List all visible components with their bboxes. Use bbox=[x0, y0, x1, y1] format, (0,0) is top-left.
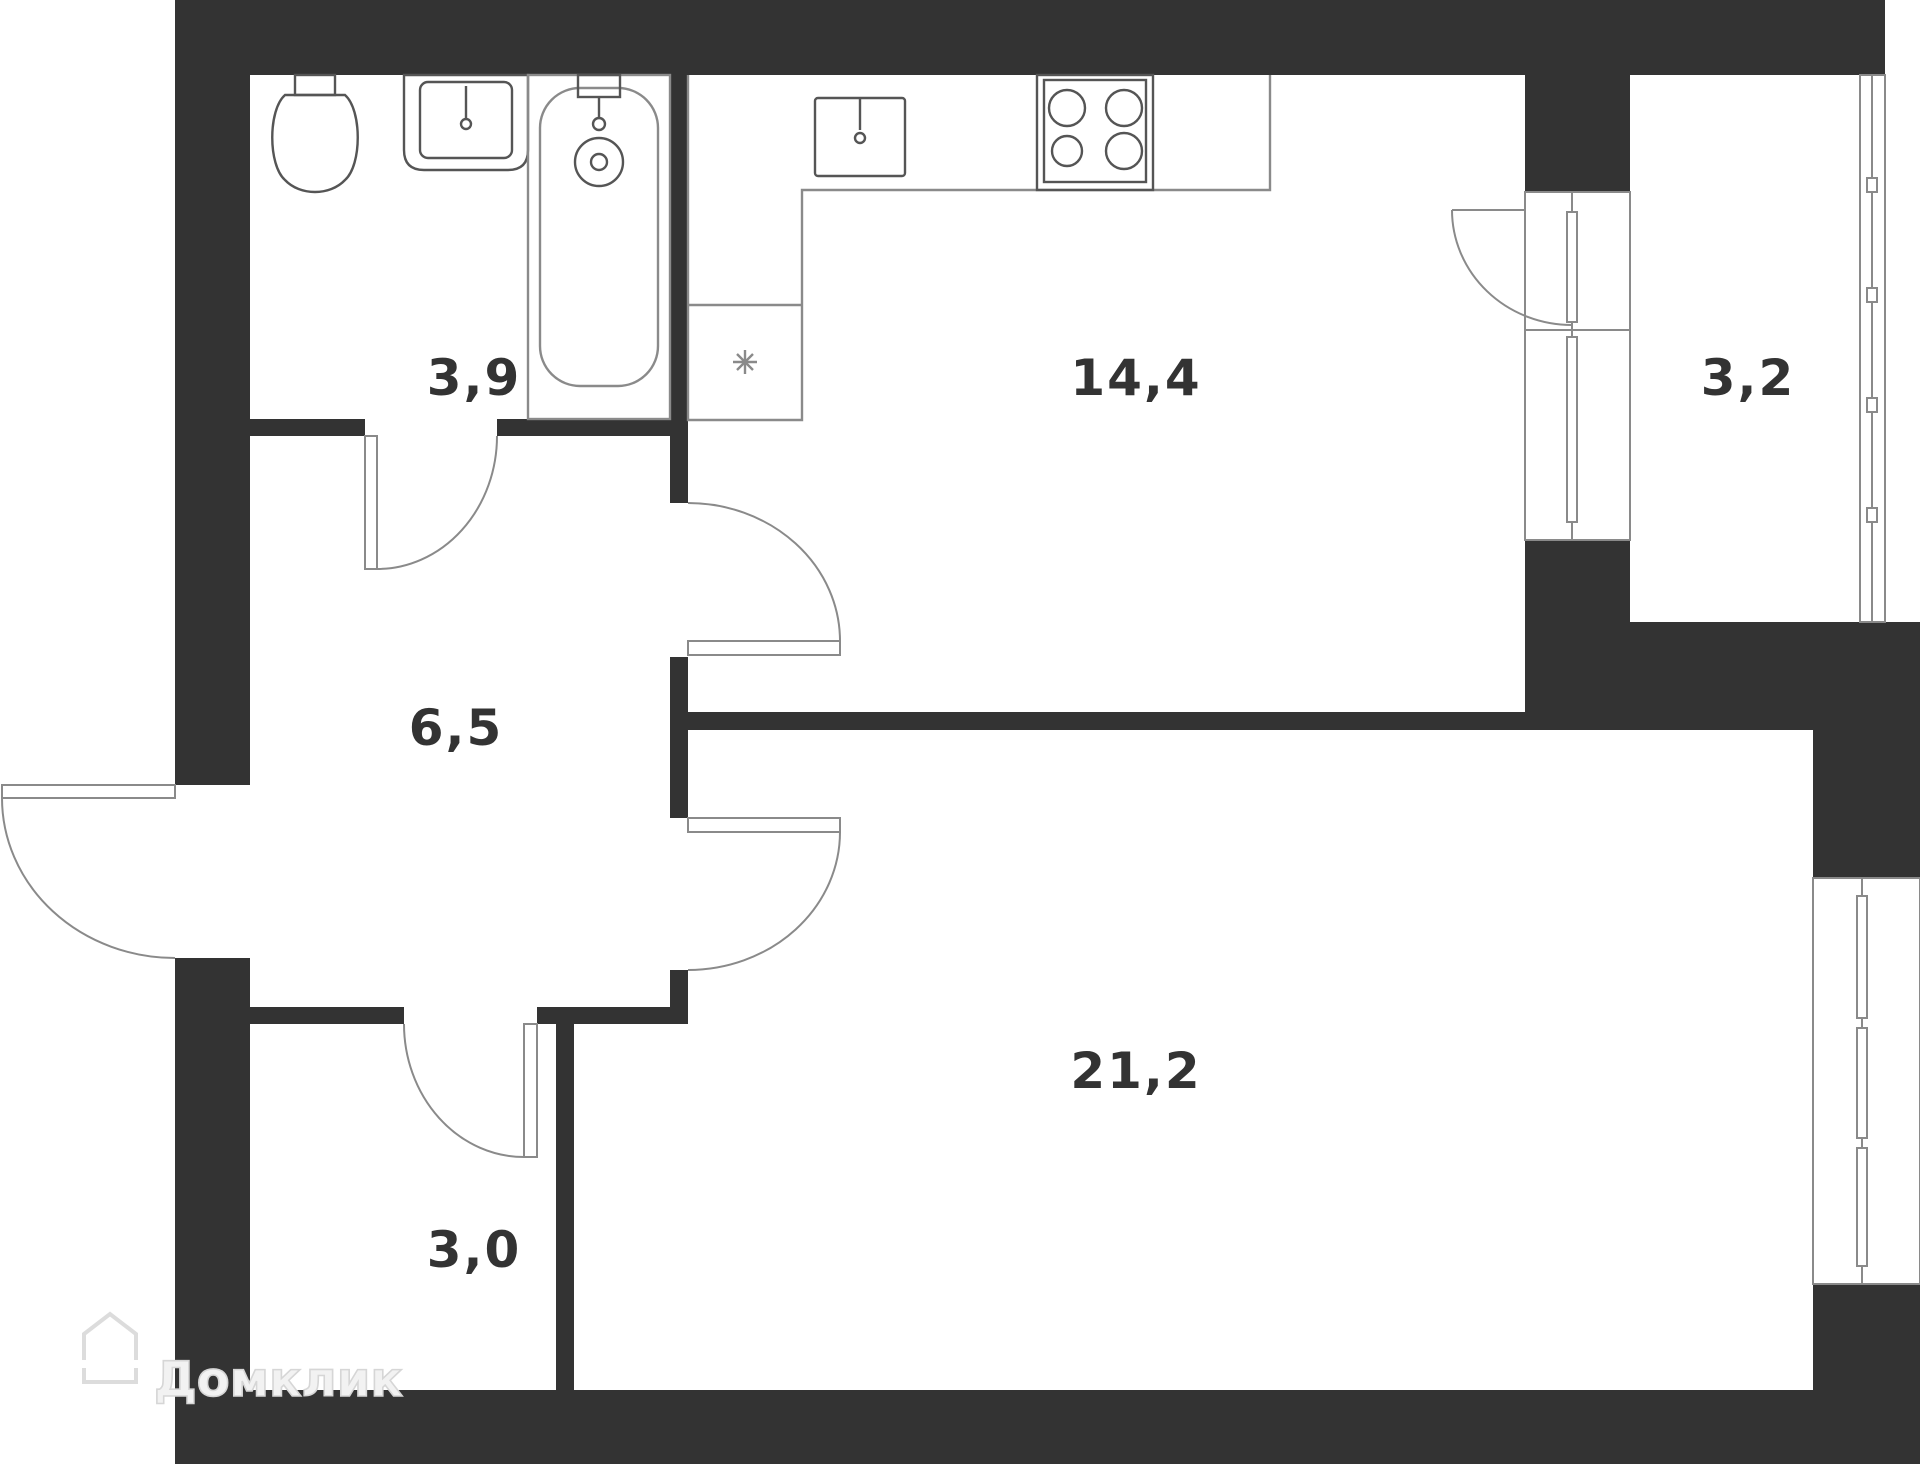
balcony-door bbox=[1451, 209, 1573, 326]
room-area-storage: 3,0 bbox=[427, 1221, 522, 1279]
storage-door bbox=[403, 1023, 538, 1158]
kitchen-sink-icon bbox=[813, 96, 907, 178]
wall-bath-hall-left bbox=[175, 419, 365, 436]
room-area-balcony: 3,2 bbox=[1701, 349, 1796, 407]
wall-bottom bbox=[175, 1390, 1920, 1464]
wall-hall-kitchen bbox=[670, 657, 688, 818]
room-area-kitchen: 14,4 bbox=[1070, 349, 1201, 407]
living-room-window bbox=[1812, 877, 1920, 1285]
watermark: Домклик bbox=[82, 1311, 404, 1409]
area-labels: 3,9 14,4 3,2 6,5 3,0 21,2 bbox=[409, 349, 1796, 1279]
wall-storage-living bbox=[556, 1024, 574, 1394]
wall-right-upper bbox=[1813, 622, 1920, 878]
living-room-door bbox=[687, 817, 841, 971]
wall-bath-kitchen bbox=[670, 0, 688, 503]
wall-hall-living-stub bbox=[670, 970, 688, 1024]
entrance-door bbox=[1, 784, 176, 959]
wall-bath-hall-right bbox=[497, 419, 688, 436]
wall-right-lower bbox=[1813, 1284, 1920, 1464]
wall-left-lower bbox=[175, 958, 250, 1464]
balcony-window bbox=[1859, 74, 1886, 623]
room-area-hallway: 6,5 bbox=[409, 699, 504, 757]
watermark-text: Домклик bbox=[154, 1352, 403, 1408]
wall-hall-storage-right bbox=[537, 1007, 688, 1024]
bathroom-door bbox=[364, 435, 498, 570]
room-area-living-room: 21,2 bbox=[1070, 1042, 1201, 1100]
wall-hall-storage-left bbox=[175, 1007, 404, 1024]
wall-kitchen-right-upper bbox=[1525, 0, 1630, 192]
wall-left-upper bbox=[175, 0, 250, 785]
fridge-icon bbox=[733, 350, 757, 374]
kitchen-door bbox=[687, 502, 841, 656]
walls bbox=[175, 0, 1920, 1464]
house-logo-icon bbox=[82, 1311, 138, 1384]
wall-kitchen-living bbox=[670, 712, 1630, 730]
kitchen-window bbox=[1524, 191, 1631, 541]
stove-icon bbox=[1035, 73, 1155, 192]
bathtub-icon bbox=[526, 73, 672, 421]
toilet-icon bbox=[271, 73, 359, 194]
room-area-bathroom: 3,9 bbox=[427, 349, 522, 407]
kitchen-counter bbox=[686, 75, 1272, 422]
bathroom-sink-icon bbox=[402, 73, 530, 172]
